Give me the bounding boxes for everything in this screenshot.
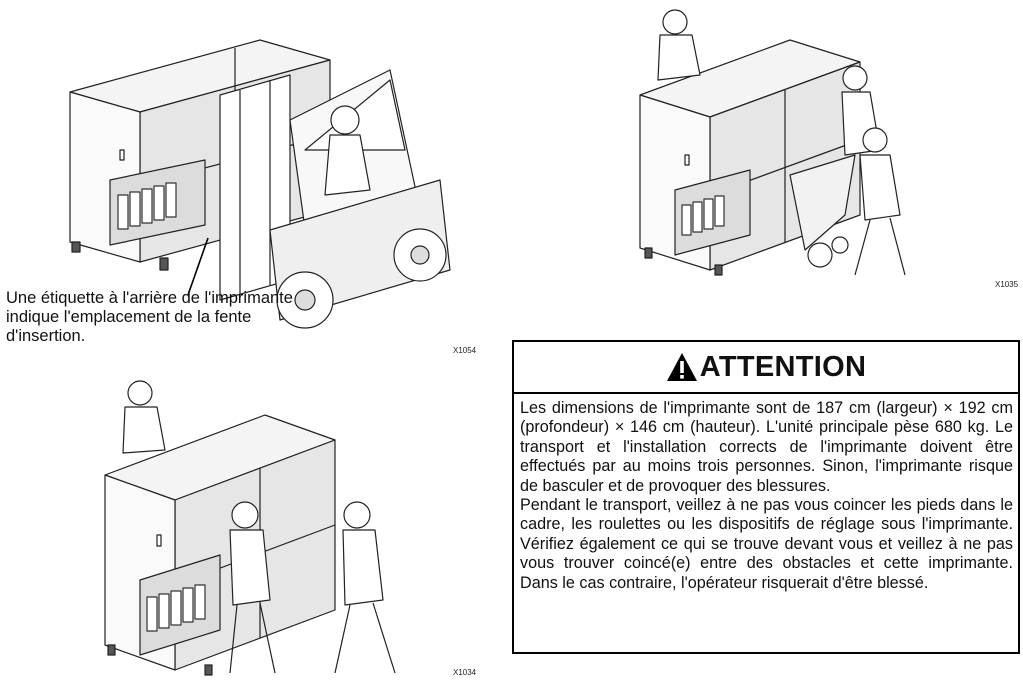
figure-code: X1054 xyxy=(453,346,476,355)
pallet-jack-illustration xyxy=(620,0,950,290)
manual-push-illustration xyxy=(95,355,435,680)
figure-code: X1035 xyxy=(995,280,1018,289)
label-location-callout: Une étiquette à l'arrière de l'imprimant… xyxy=(6,289,306,346)
caution-header: ATTENTION xyxy=(514,342,1018,394)
warning-triangle-icon xyxy=(666,352,698,382)
caution-box: ATTENTION Les dimensions de l'imprimante… xyxy=(512,340,1020,654)
caution-paragraph: Pendant le transport, veillez à ne pas v… xyxy=(520,496,1013,593)
caution-body: Les dimensions de l'imprimante sont de 1… xyxy=(514,394,1018,593)
figure-code: X1034 xyxy=(453,668,476,677)
caution-paragraph: Les dimensions de l'imprimante sont de 1… xyxy=(520,399,1013,496)
caution-title: ATTENTION xyxy=(700,351,866,384)
